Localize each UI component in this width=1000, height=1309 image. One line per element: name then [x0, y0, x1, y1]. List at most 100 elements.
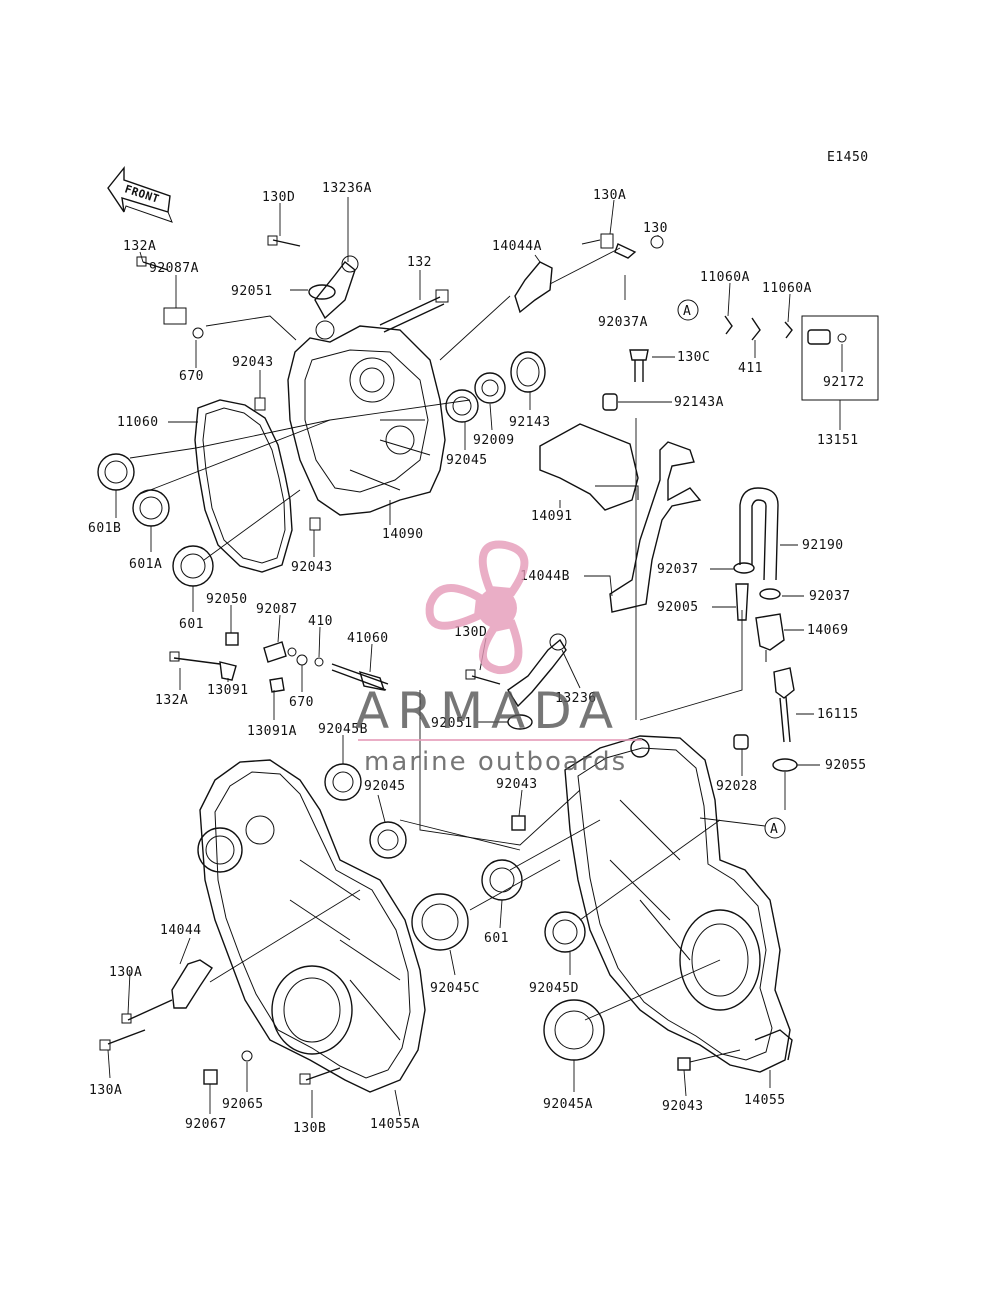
- part-label: 130C: [677, 350, 710, 365]
- part-label: 670: [289, 695, 314, 710]
- lower-bearings: [324, 763, 605, 1061]
- part-label: 130B: [293, 1121, 326, 1136]
- part-label: 14044A: [492, 239, 542, 254]
- part-label: 92055: [825, 758, 867, 773]
- case-14055a-icon: [197, 759, 426, 1093]
- part-label: 13236: [555, 691, 597, 706]
- leader-lines: [107, 197, 843, 1118]
- part-label: 92045D: [529, 981, 579, 996]
- part-label: 92045C: [430, 981, 480, 996]
- part-label: 130A: [593, 188, 626, 203]
- part-label: 601: [484, 931, 509, 946]
- part-label: 13091A: [247, 724, 297, 739]
- svg-text:A: A: [683, 304, 691, 319]
- upper-gear-case-cover: [97, 233, 664, 587]
- part-label: 601A: [129, 557, 162, 572]
- watermark-tagline: marine outboards: [364, 747, 627, 777]
- part-label: 601B: [88, 521, 121, 536]
- bearing-92045a-icon: [543, 999, 605, 1061]
- part-label: 92087: [256, 602, 298, 617]
- bearing-92045d-icon: [544, 911, 586, 953]
- part-label: 11060A: [700, 270, 750, 285]
- part-label: 92009: [473, 433, 515, 448]
- part-label: 92037: [657, 562, 699, 577]
- part-label: 14091: [531, 509, 573, 524]
- part-label: 92037: [809, 589, 851, 604]
- bearing-92045b-icon: [324, 763, 362, 801]
- part-label: 132A: [155, 693, 188, 708]
- part-label: 16115: [817, 707, 859, 722]
- part-label: 92050: [206, 592, 248, 607]
- part-label: 92067: [185, 1117, 227, 1132]
- part-label: 11060A: [762, 281, 812, 296]
- front-arrow-icon: FRONT: [107, 166, 173, 223]
- bracket-14044b-icon: [609, 441, 702, 613]
- hose-92190-icon: [739, 487, 779, 581]
- diagram-code: E1450: [827, 150, 869, 165]
- part-label: 92043: [232, 355, 274, 370]
- part-label: 14055A: [370, 1117, 420, 1132]
- dipstick-16115-icon: [773, 667, 795, 743]
- part-label: 14069: [807, 623, 849, 638]
- part-label: 130D: [262, 190, 295, 205]
- oring-92055-icon: [772, 758, 798, 772]
- part-label: 14055: [744, 1093, 786, 1108]
- bearing-601b-icon: [97, 453, 135, 491]
- part-label: 13151: [817, 433, 859, 448]
- part-label: 13091: [207, 683, 249, 698]
- part-label: 13236A: [322, 181, 372, 196]
- part-label: 92045: [446, 453, 488, 468]
- part-label: 92037A: [598, 315, 648, 330]
- part-label: 92065: [222, 1097, 264, 1112]
- part-label: 14044B: [520, 569, 570, 584]
- part-label: 41060: [347, 631, 389, 646]
- part-label: 130: [643, 221, 668, 236]
- part-label: 92051: [431, 716, 473, 731]
- seal-92009-icon: [474, 372, 506, 404]
- clamp-92037-icon: [733, 562, 781, 600]
- part-label: 130D: [454, 625, 487, 640]
- armada-watermark: ARMADA marine outboards: [355, 540, 642, 777]
- part-label: 92045A: [543, 1097, 593, 1112]
- part-label: 92045: [364, 779, 406, 794]
- part-label: 670: [179, 369, 204, 384]
- callout-a-upper: A: [677, 299, 699, 321]
- part-label: 92028: [716, 779, 758, 794]
- part-label: 92087A: [149, 261, 199, 276]
- clips-11060a-icon: [724, 315, 847, 345]
- breather-14069-icon: [755, 613, 785, 662]
- bearing-601a-icon: [132, 489, 170, 527]
- bearing-92045c-icon: [411, 893, 469, 951]
- part-label: 132: [407, 255, 432, 270]
- bearing-601-lower-icon: [481, 859, 523, 901]
- part-label: 601: [179, 617, 204, 632]
- part-label: 11060: [117, 415, 159, 430]
- part-label: 92172: [823, 375, 865, 390]
- part-label: 92043: [496, 777, 538, 792]
- sleeve-92143a-icon: [602, 393, 618, 411]
- part-label: 130A: [89, 1083, 122, 1098]
- case-14055-icon: [564, 735, 793, 1073]
- part-label: 92143A: [674, 395, 724, 410]
- cover-14091-icon: [539, 423, 639, 511]
- fitting-92005-icon: [735, 583, 749, 621]
- lower-small-parts: [99, 959, 691, 1085]
- propeller-logo-icon: [425, 540, 529, 675]
- bearing-92045-lower-icon: [369, 821, 407, 859]
- part-label: 410: [308, 614, 333, 629]
- dowel-92028-icon: [733, 734, 749, 750]
- part-label: 92051: [231, 284, 273, 299]
- watermark-brand: ARMADA: [355, 682, 621, 740]
- part-label: 14044: [160, 923, 202, 938]
- part-label: 92043: [662, 1099, 704, 1114]
- callout-a-lower: A: [764, 817, 786, 839]
- part-label: 130A: [109, 965, 142, 980]
- part-label: 92143: [509, 415, 551, 430]
- part-label: 411: [738, 361, 763, 376]
- bolt-130c-icon: [629, 349, 649, 382]
- part-label: 92045B: [318, 722, 368, 737]
- part-label: 132A: [123, 239, 156, 254]
- svg-text:A: A: [770, 822, 778, 837]
- bearing-601-icon: [172, 545, 214, 587]
